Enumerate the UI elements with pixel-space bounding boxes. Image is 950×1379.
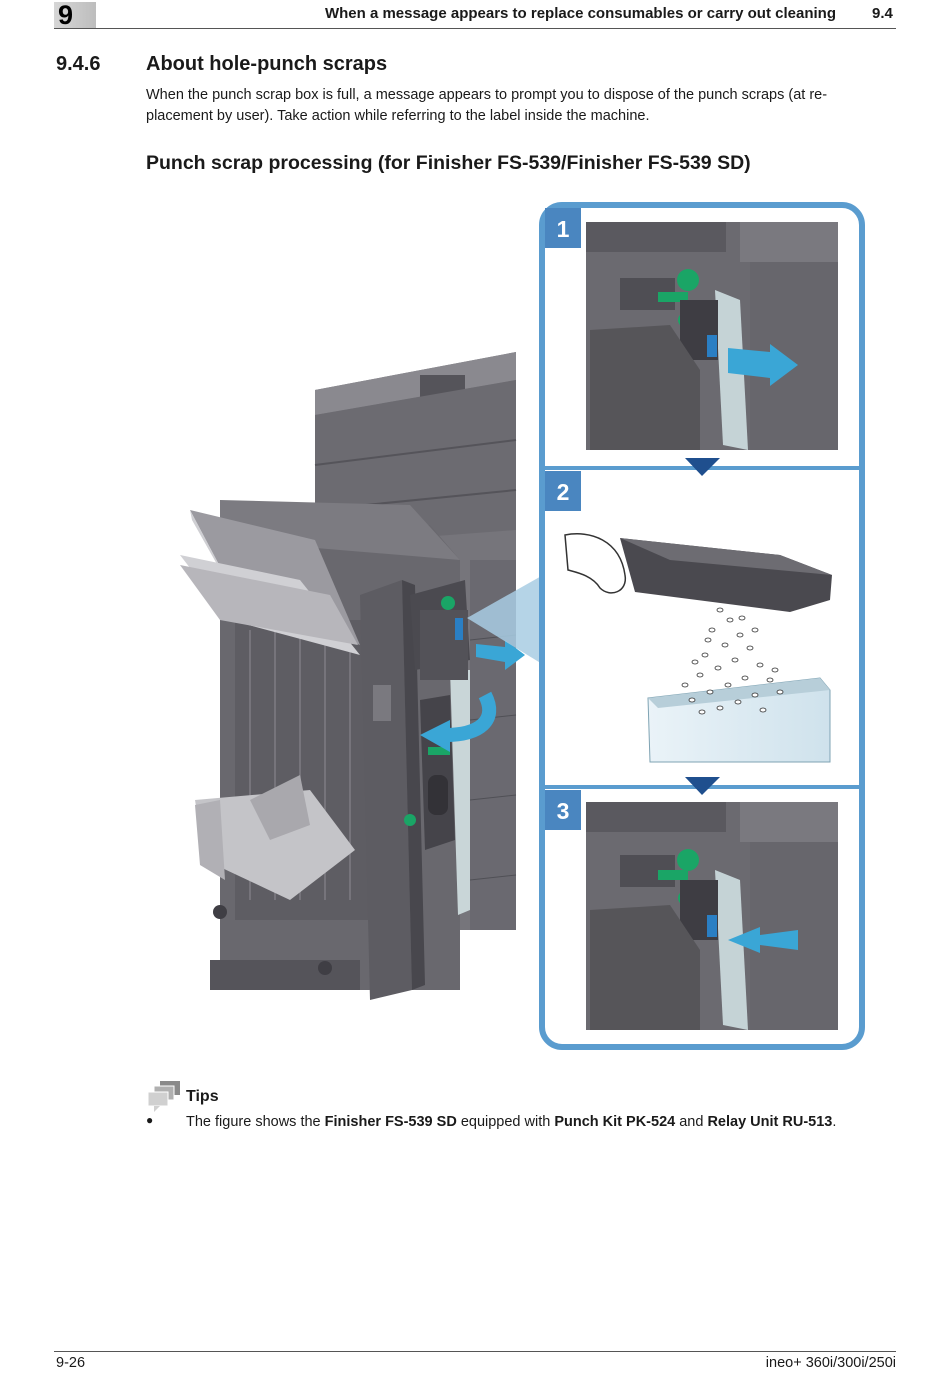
running-header-title: When a message appears to replace consum… <box>324 5 836 22</box>
running-header-section: 9.4 <box>872 5 893 22</box>
tip-text-1: The figure shows the <box>186 1114 325 1130</box>
tip-text-3: and <box>675 1114 708 1130</box>
chapter-number: 9 <box>58 0 74 30</box>
intro-line-1: When the punch scrap box is full, a mess… <box>146 87 828 103</box>
step-2-number: 2 <box>557 479 570 505</box>
intro-line-2: placement by user). Take action while re… <box>146 108 650 124</box>
step-2-to-3-triangle <box>685 777 720 795</box>
step-3-badge <box>545 790 581 830</box>
punch-scraps <box>681 607 784 715</box>
step-3-push-arrow <box>728 927 798 953</box>
tip-punch-kit: Punch Kit PK-524 <box>554 1114 676 1130</box>
step-1-number: 1 <box>557 216 570 242</box>
step-3-number: 3 <box>557 798 570 824</box>
step-1-to-2-triangle <box>685 458 720 476</box>
tip-relay-unit: Relay Unit RU-513 <box>707 1114 833 1130</box>
tip-text: The figure shows the Finisher FS-539 SD … <box>186 1114 836 1130</box>
subsection-title: Punch scrap processing (for Finisher FS-… <box>146 152 751 174</box>
step-1-pull-arrow <box>728 344 798 386</box>
punch-scrap-figure: 1 2 <box>180 202 865 1050</box>
step-2-badge <box>545 471 581 511</box>
tip-finisher-model: Finisher FS-539 SD <box>324 1114 457 1130</box>
tip-bullet: ● <box>146 1113 154 1127</box>
callout-wedge <box>467 570 552 670</box>
step-3-panel: 3 <box>545 790 838 1030</box>
step-1-panel: 1 <box>545 208 838 450</box>
tips-label: Tips <box>186 1088 219 1105</box>
step-1-badge <box>545 208 581 248</box>
finisher-machine-illustration <box>180 352 525 1000</box>
tip-text-4: . <box>832 1114 837 1130</box>
page-number: 9-26 <box>56 1355 86 1371</box>
tips-icon <box>147 1081 180 1112</box>
section-number: 9.4.6 <box>56 53 101 75</box>
header-divider <box>54 28 896 29</box>
product-name: ineo+ 360i/300i/250i <box>765 1355 896 1371</box>
intro-paragraph: When the punch scrap box is full, a mess… <box>146 85 896 127</box>
tip-text-2: equipped with <box>456 1114 555 1130</box>
footer-divider <box>54 1351 896 1352</box>
section-title: About hole-punch scraps <box>146 53 388 75</box>
chapter-tab <box>54 2 96 28</box>
step-2-panel: 2 <box>545 471 832 763</box>
